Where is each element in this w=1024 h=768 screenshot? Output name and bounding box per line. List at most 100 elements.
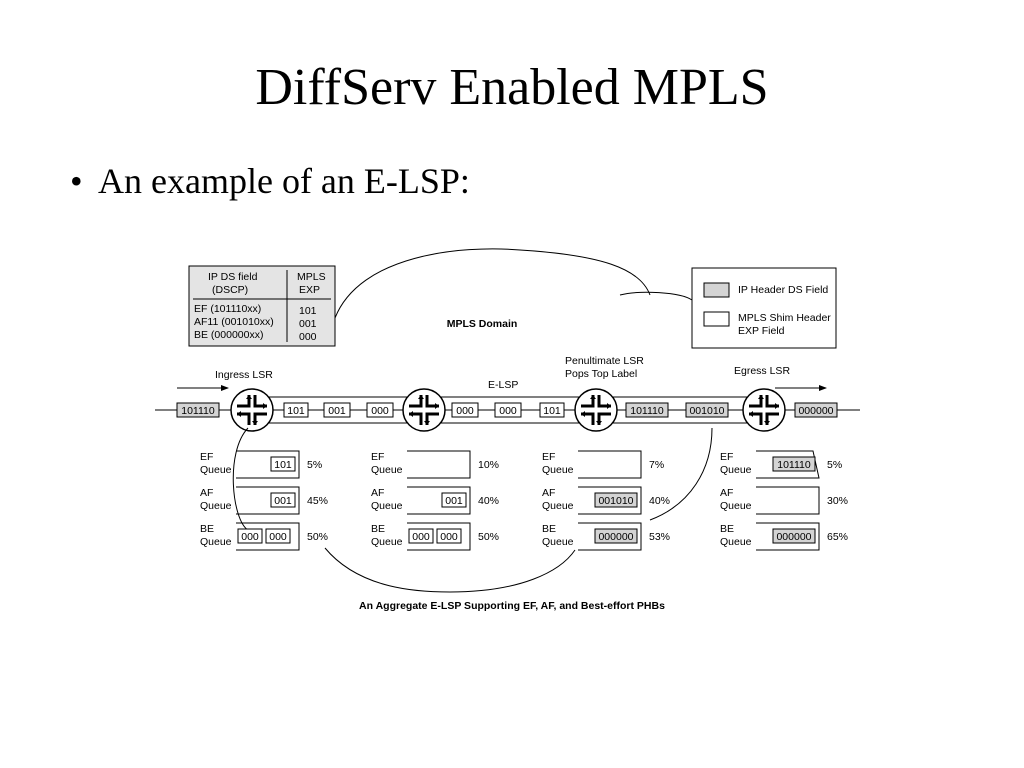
- ef-queue-percent: 5%: [307, 459, 322, 471]
- be-queue-packet: [772, 528, 816, 544]
- ef-queue-percent: 5%: [827, 459, 842, 471]
- domain-arc-top-right: [619, 291, 693, 301]
- af-queue-percent: 40%: [478, 495, 499, 507]
- be-queue-percent: 65%: [827, 531, 848, 543]
- packet-seg2: 000 000 101: [451, 402, 565, 418]
- af-queue-label: AF: [200, 487, 213, 499]
- af-queue-label: AF: [371, 487, 384, 499]
- table-row-ef-dscp: EF (101110xx): [194, 303, 261, 315]
- table-header-mpls: MPLS: [297, 271, 326, 283]
- svg-text:000000: 000000: [798, 405, 833, 417]
- table-row-af-dscp: AF11 (001010xx): [194, 316, 274, 328]
- core-router-icon: [401, 387, 447, 433]
- af-queue-label-sub: Queue: [542, 500, 574, 512]
- penultimate-router-icon: [573, 387, 619, 433]
- be-queue-percent: 50%: [478, 531, 499, 543]
- svg-text:000: 000: [371, 405, 389, 417]
- bullet-item: • An example of an E-LSP:: [70, 160, 470, 202]
- ef-queue-box: [236, 450, 300, 479]
- ef-queue-label: EF: [371, 451, 384, 463]
- domain-arc-top: [334, 248, 651, 319]
- af-queue-percent: 45%: [307, 495, 328, 507]
- svg-text:001010: 001010: [689, 405, 724, 417]
- packet-out: 000000: [794, 402, 838, 418]
- be-queue-packet: [408, 528, 434, 544]
- af-queue-packet: [441, 492, 467, 508]
- svg-text:101110: 101110: [630, 405, 664, 417]
- ingress-label: Ingress LSR: [215, 369, 273, 381]
- table-row-be-exp: 000: [299, 331, 317, 343]
- table-row-af-exp: 001: [299, 318, 317, 330]
- be-queue-label: BE: [371, 523, 385, 535]
- legend-exp-label-1: MPLS Shim Header: [738, 312, 831, 324]
- table-header-dscp: IP DS field: [208, 271, 258, 283]
- packet-in: 101110: [176, 402, 220, 418]
- bullet-dot-icon: •: [70, 161, 83, 201]
- ef-queue-label-sub: Queue: [720, 464, 752, 476]
- af-queue-packet: [270, 492, 296, 508]
- ef-queue-box: [407, 450, 471, 479]
- svg-text:000: 000: [456, 405, 474, 417]
- ef-queue-packet: [772, 456, 816, 472]
- penultimate-label-1: Penultimate LSR: [565, 355, 644, 367]
- be-queue-packet: [594, 528, 638, 544]
- be-queue-box: [407, 522, 471, 551]
- af-queue-label-sub: Queue: [200, 500, 232, 512]
- table-header-exp: EXP: [299, 284, 320, 296]
- af-queue-label-sub: Queue: [371, 500, 403, 512]
- egress-label: Egress LSR: [734, 365, 790, 377]
- af-queue-label-sub: Queue: [720, 500, 752, 512]
- svg-text:001: 001: [328, 405, 346, 417]
- be-queue-packet: [436, 528, 462, 544]
- ef-queue-label: EF: [720, 451, 733, 463]
- be-queue-packet-label: 000000: [598, 531, 633, 543]
- table-row-be-dscp: BE (000000xx): [194, 329, 263, 341]
- domain-arc-left: [232, 427, 249, 531]
- be-queue-label-sub: Queue: [720, 536, 752, 548]
- af-queue-percent: 30%: [827, 495, 848, 507]
- af-queue-box: [756, 486, 820, 515]
- egress-router-icon: [741, 387, 787, 433]
- mpls-domain-label: MPLS Domain: [447, 318, 518, 330]
- be-queue-label-sub: Queue: [371, 536, 403, 548]
- ef-queue-label-sub: Queue: [200, 464, 232, 476]
- svg-text:101: 101: [287, 405, 305, 417]
- be-queue-label: BE: [542, 523, 556, 535]
- bullet-text: An example of an E-LSP:: [98, 161, 470, 201]
- domain-arc-bottom: [324, 547, 576, 593]
- packet-seg1: 101 001 000: [283, 402, 394, 418]
- domain-arc-mid: [649, 427, 713, 521]
- be-queue-label: BE: [200, 523, 214, 535]
- be-queue-label-sub: Queue: [542, 536, 574, 548]
- ingress-router-icon: [229, 387, 275, 433]
- be-queue-label-sub: Queue: [200, 536, 232, 548]
- ef-queue-packet-label: 101110: [777, 459, 811, 471]
- be-queue-percent: 50%: [307, 531, 328, 543]
- af-queue-packet-label: 001: [445, 495, 463, 507]
- be-queue-packet: [237, 528, 263, 544]
- af-queue-label: AF: [720, 487, 733, 499]
- af-queue-percent: 40%: [649, 495, 670, 507]
- af-queue-packet: [594, 492, 638, 508]
- legend-swatch-ip: [703, 282, 730, 298]
- be-queue-packet-label: 000: [412, 531, 430, 543]
- ef-queue-box: [578, 450, 642, 479]
- ef-queue-percent: 10%: [478, 459, 499, 471]
- table-row-ef-exp: 101: [299, 305, 317, 317]
- svg-text:101: 101: [543, 405, 561, 417]
- ef-queue-label-sub: Queue: [542, 464, 574, 476]
- be-queue-packet-label: 000000: [776, 531, 811, 543]
- be-queue-packet-label: 000: [241, 531, 259, 543]
- legend: IP Header DS Field MPLS Shim Header EXP …: [691, 267, 837, 349]
- be-queue-box: [578, 522, 642, 551]
- be-queue-packet-label: 000: [269, 531, 287, 543]
- be-queue-packet: [265, 528, 291, 544]
- legend-ip-label: IP Header DS Field: [738, 284, 828, 296]
- svg-text:101110: 101110: [181, 405, 215, 417]
- af-queue-box: [407, 486, 471, 515]
